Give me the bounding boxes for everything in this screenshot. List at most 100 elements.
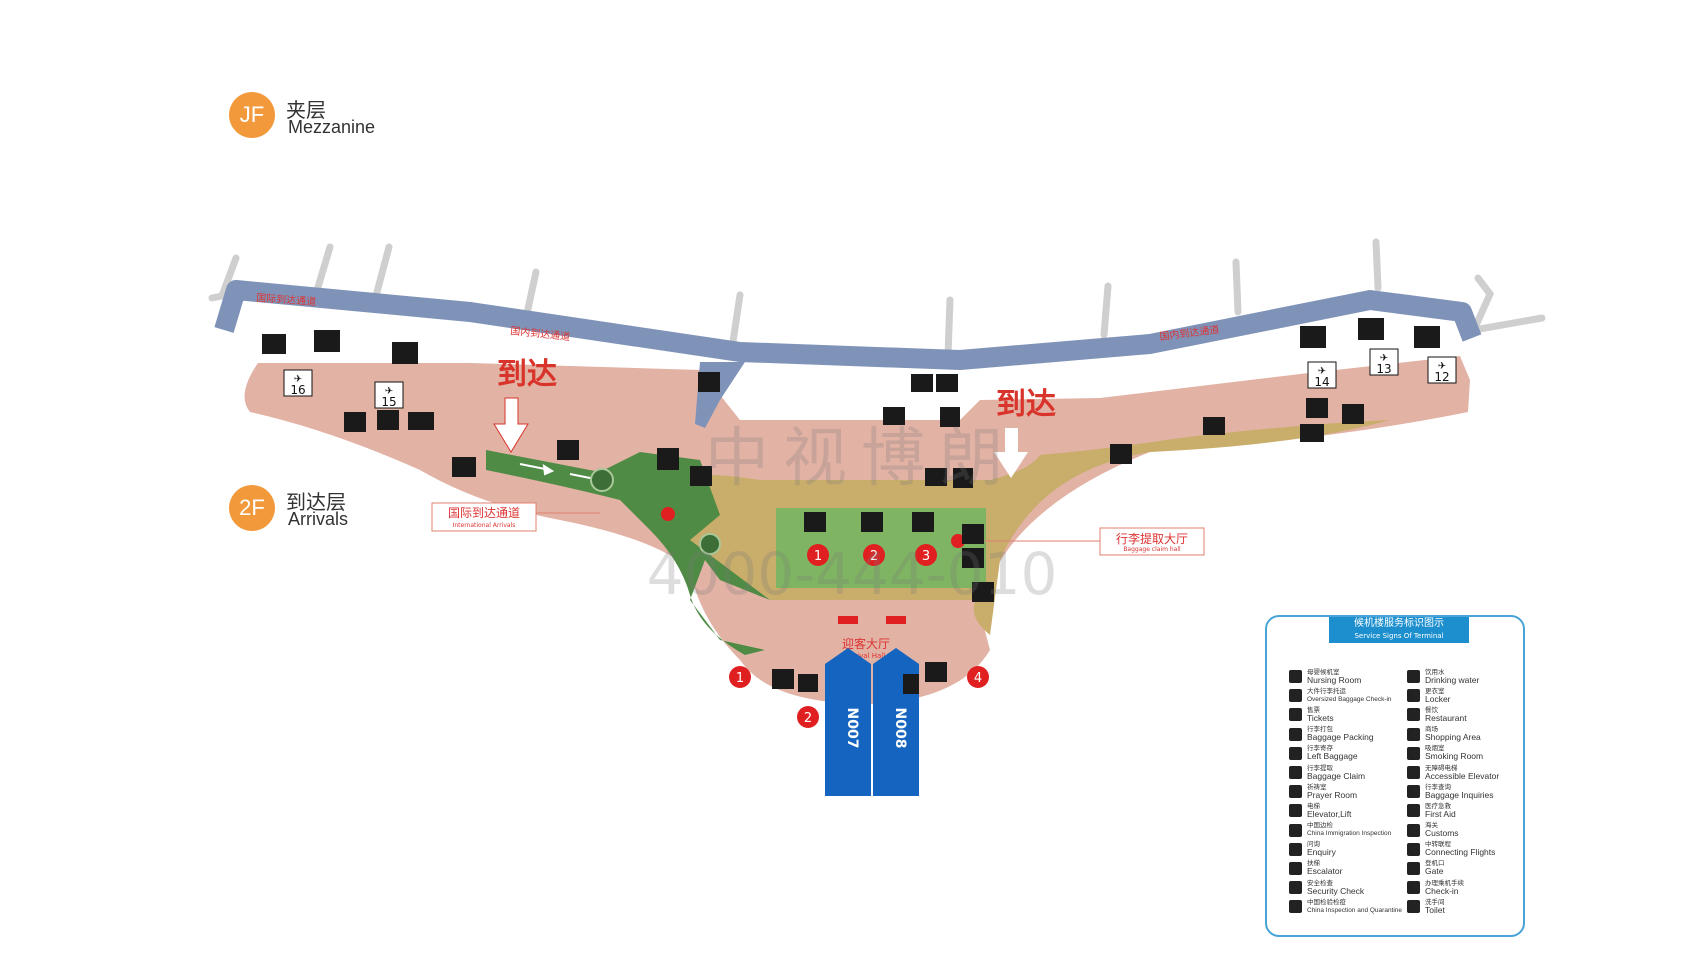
callout-baggage-cn: 行李提取大厅: [1116, 531, 1188, 546]
elevator-icon: [1110, 444, 1132, 464]
legend-item-en: Customs: [1425, 828, 1459, 839]
escalator-icon: [1289, 861, 1302, 875]
gate-12-label: 12: [1434, 370, 1449, 384]
left-baggage-icon: [1289, 746, 1302, 760]
legend-item-en: Escalator: [1307, 866, 1343, 877]
arrival-marker-left: 到达: [497, 357, 557, 392]
legend-item-cn: 办理乘机手续: [1425, 878, 1464, 887]
shopping-icon: [1407, 727, 1420, 741]
legend-item-en: Enquiry: [1307, 847, 1336, 858]
legend-title-cn: 候机楼服务标识图示: [1354, 618, 1444, 629]
toilet-icon: [962, 524, 984, 544]
legend-item-cn: 行李查询: [1425, 782, 1451, 791]
baggage-packing-icon: [1289, 727, 1302, 741]
floor-label-arrivals-en: Arrivals: [288, 509, 349, 529]
drinking-water-icon: [1407, 670, 1420, 684]
gate-icon: [1407, 861, 1420, 875]
arrival-arrow-right-icon: [994, 428, 1028, 478]
legend-item-cn: 登机口: [1425, 859, 1445, 868]
legend-item-en: Baggage Inquiries: [1425, 789, 1494, 800]
prayer-room-icon: [1289, 785, 1302, 799]
legend-item-cn: 商场: [1425, 725, 1438, 734]
toilet-icon: [1306, 398, 1328, 418]
carousel-label-2: 2: [870, 549, 878, 564]
facility-icons: [262, 318, 1440, 694]
escalator-icon: [262, 334, 286, 354]
legend-item-en: Baggage Claim: [1307, 770, 1366, 781]
legend-item-cn: 海关: [1425, 821, 1438, 830]
escalator-icon: [911, 374, 933, 392]
info-dot-left: [661, 507, 675, 521]
gate-12-icon: ✈: [1438, 361, 1446, 372]
escalator-icon: [925, 662, 947, 682]
toilet-icon: [698, 372, 720, 392]
customs-icon: [1407, 823, 1420, 837]
security-check-icon: [1289, 881, 1302, 895]
legend-title-en: Service Signs Of Terminal: [1354, 632, 1444, 640]
nursing-room-icon: [1289, 670, 1302, 684]
smoking-icon: [1300, 424, 1324, 442]
connecting-flights-icon: [1407, 842, 1420, 856]
legend-item-en: Accessible Elevator: [1425, 770, 1500, 781]
legend-panel: 候机楼服务标识图示 Service Signs Of Terminal 母婴候机…: [1265, 615, 1525, 937]
legend-item-en: Restaurant: [1425, 712, 1467, 723]
exit-bar-left: [838, 616, 858, 624]
legend-item-en: First Aid: [1425, 808, 1456, 819]
door-n008-label: N008: [892, 708, 908, 749]
legend-item-cn: 大件行李托运: [1307, 686, 1346, 695]
escalator-icon: [925, 468, 947, 486]
enquiry-icon: [1289, 842, 1302, 856]
elevator-icon: [903, 674, 919, 694]
legend-item-cn: 母婴候机室: [1307, 667, 1340, 676]
elevator-icon: [940, 407, 960, 427]
callout-intl-cn: 国际到达通道: [448, 506, 520, 520]
corridor-label-intl: 国际到达通道: [256, 291, 317, 308]
greeting-hall-cn: 迎客大厅: [842, 636, 890, 651]
baggage-claim-icon: [912, 512, 934, 532]
legend-item-en: Check-in: [1425, 885, 1459, 896]
exit-marker-4: [967, 666, 989, 688]
callout-intl-arrivals: 国际到达通道 International Arrivals: [431, 502, 600, 532]
legend-item-en: Elevator,Lift: [1307, 808, 1352, 819]
legend-item-en: Baggage Packing: [1307, 732, 1374, 743]
callout-baggage-en: Baggage claim hall: [1123, 546, 1181, 553]
legend-item-cn: 中转联程: [1425, 840, 1451, 849]
gate-16: ✈16: [283, 369, 313, 397]
escalator-icon: [883, 407, 905, 425]
door-n007-label: N007: [844, 708, 860, 749]
toilet-icon: [557, 440, 579, 460]
exit-bar-right: [886, 616, 906, 624]
gate-15-icon: ✈: [385, 386, 393, 397]
legend-item-cn: 售票: [1307, 705, 1320, 714]
legend-item-en: Security Check: [1307, 885, 1365, 896]
toilet-icon: [344, 412, 366, 432]
gate-13-icon: ✈: [1380, 353, 1388, 364]
legend-item-en: Tickets: [1307, 712, 1334, 723]
exit-marker-1: [729, 666, 751, 688]
toilet-icon: [1407, 900, 1420, 914]
legend-item-cn: 电梯: [1307, 801, 1320, 810]
restaurant-icon: [1407, 708, 1420, 722]
gate-15-label: 15: [381, 395, 396, 409]
baggage-inquiries-icon: [1407, 785, 1420, 799]
legend-item-cn: 医疗急救: [1425, 801, 1451, 810]
enquiry-icon: [962, 548, 984, 568]
